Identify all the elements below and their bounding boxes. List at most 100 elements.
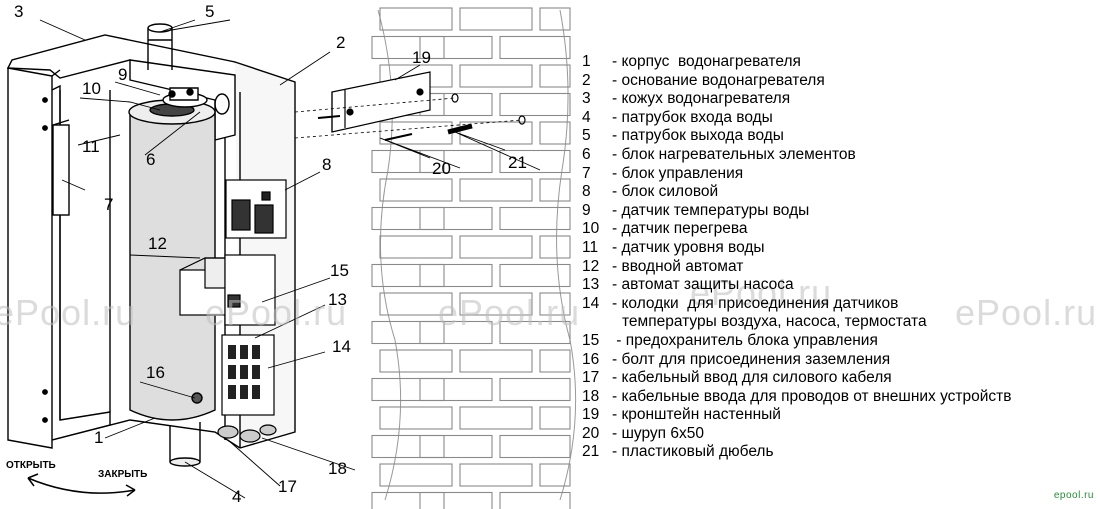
brick	[371, 35, 445, 60]
callout-21: 21	[508, 153, 527, 172]
legend-text: - пластиковый дюбель	[612, 443, 774, 461]
brick	[379, 178, 453, 202]
brick	[419, 206, 493, 231]
legend-item: 2 - основание водонагревателя	[582, 72, 1097, 91]
legend-number: 4	[582, 108, 591, 126]
legend-number: 17	[582, 369, 600, 387]
legend-text: - патрубок выхода воды	[612, 127, 784, 145]
legend-number: 3	[582, 90, 591, 108]
parts-legend: 1 - корпус водонагревателя 2 - основание во…	[582, 53, 1097, 462]
legend-number: 11	[582, 238, 599, 256]
brick	[371, 206, 445, 231]
brick	[539, 178, 571, 202]
callout-13: 13	[328, 290, 347, 309]
brick	[379, 235, 453, 259]
brick	[459, 406, 533, 430]
legend-number: 10	[582, 220, 600, 238]
legend-number: 14	[582, 294, 600, 312]
brick	[371, 320, 445, 345]
legend-text: - патрубок входа воды	[612, 108, 773, 126]
legend-number: 19	[582, 406, 600, 424]
brick	[459, 463, 533, 487]
legend-item: 16 - болт для присоединения заземления	[582, 351, 1097, 370]
callout-18: 18	[328, 459, 347, 478]
brick	[459, 349, 533, 373]
close-label: ЗАКРЫТЬ	[98, 469, 147, 480]
brick	[371, 377, 445, 402]
callout-10: 10	[82, 79, 101, 98]
callout-1: 1	[94, 428, 103, 447]
legend-item: 15 - предохранитель блока управления	[582, 332, 1097, 351]
open-label: ОТКРЫТЬ	[6, 460, 56, 471]
legend-text: - колодки для присоединения датчиков	[612, 294, 899, 312]
brick	[499, 491, 571, 509]
brick	[539, 235, 571, 259]
callout-6: 6	[146, 150, 155, 169]
callout-14: 14	[332, 337, 351, 356]
legend-item: 21 - пластиковый дюбель	[582, 443, 1097, 462]
legend-text: - шуруп 6х50	[612, 424, 704, 442]
legend-text: - блок нагревательных элементов	[612, 145, 856, 163]
brick	[539, 64, 571, 88]
legend-number: 12	[582, 257, 600, 275]
callout-2: 2	[336, 33, 345, 52]
legend-item: 1 - корпус водонагревателя	[582, 53, 1097, 72]
brick	[499, 35, 571, 60]
callout-17: 17	[278, 477, 297, 496]
wall-bracket	[294, 71, 526, 141]
callout-4: 4	[232, 487, 241, 506]
legend-item: 17- кабельный ввод для силового кабеля	[582, 369, 1097, 388]
brick	[539, 406, 571, 430]
brick	[419, 263, 493, 288]
legend-text: - автомат защиты насоса	[612, 276, 794, 294]
callout-12: 12	[148, 234, 167, 253]
brick	[419, 149, 493, 174]
legend-text: - основание водонагревателя	[612, 71, 825, 89]
brick	[379, 349, 453, 373]
callout-11: 11	[82, 137, 100, 156]
legend-item: 18- кабельные ввода для проводов от внеш…	[582, 388, 1097, 407]
legend-text: - датчик температуры воды	[612, 201, 810, 219]
brick	[499, 149, 571, 174]
legend-item: 10- датчик перегрева	[582, 220, 1097, 239]
brick	[379, 292, 453, 316]
legend-number: 16	[582, 350, 600, 368]
legend-number: 8	[582, 183, 591, 201]
legend-text: - болт для присоединения заземления	[612, 350, 891, 368]
legend-number: 7	[582, 164, 591, 182]
legend-number: 20	[582, 424, 600, 442]
brick	[539, 292, 571, 316]
legend-text: - датчик уровня воды	[612, 238, 765, 256]
legend-number: 21	[582, 443, 600, 461]
brick	[499, 320, 571, 345]
brick	[539, 463, 571, 487]
legend-text: - корпус водонагревателя	[612, 53, 801, 70]
legend-item: 19 - кронштейн настенный	[582, 406, 1097, 425]
heater-tank	[128, 87, 216, 467]
legend-number: 9	[582, 201, 591, 219]
legend-number: 18	[582, 387, 600, 405]
callout-9: 9	[118, 65, 127, 84]
legend-number: 6	[582, 145, 591, 163]
brick	[459, 292, 533, 316]
legend-text: - кронштейн настенный	[612, 406, 781, 424]
legend-item: 5 - патрубок выхода воды	[582, 127, 1097, 146]
callout-5: 5	[205, 2, 214, 21]
legend-number: 5	[582, 127, 591, 145]
brick	[499, 434, 571, 459]
legend-text: - блок управления	[612, 164, 744, 182]
legend-number: 1	[582, 53, 591, 70]
brick	[539, 121, 571, 145]
brick	[379, 406, 453, 430]
callout-16: 16	[146, 363, 165, 382]
brick	[539, 349, 571, 373]
legend-number: 13	[582, 276, 600, 294]
legend-text: - вводной автомат	[612, 257, 744, 275]
breaker-panel	[179, 254, 277, 443]
callout-7: 7	[104, 195, 113, 214]
legend-item: 9 - датчик температуры воды	[582, 202, 1097, 221]
brick	[459, 7, 533, 31]
legend-number: 2	[582, 71, 591, 89]
legend-item: 8- блок силовой	[582, 183, 1097, 202]
